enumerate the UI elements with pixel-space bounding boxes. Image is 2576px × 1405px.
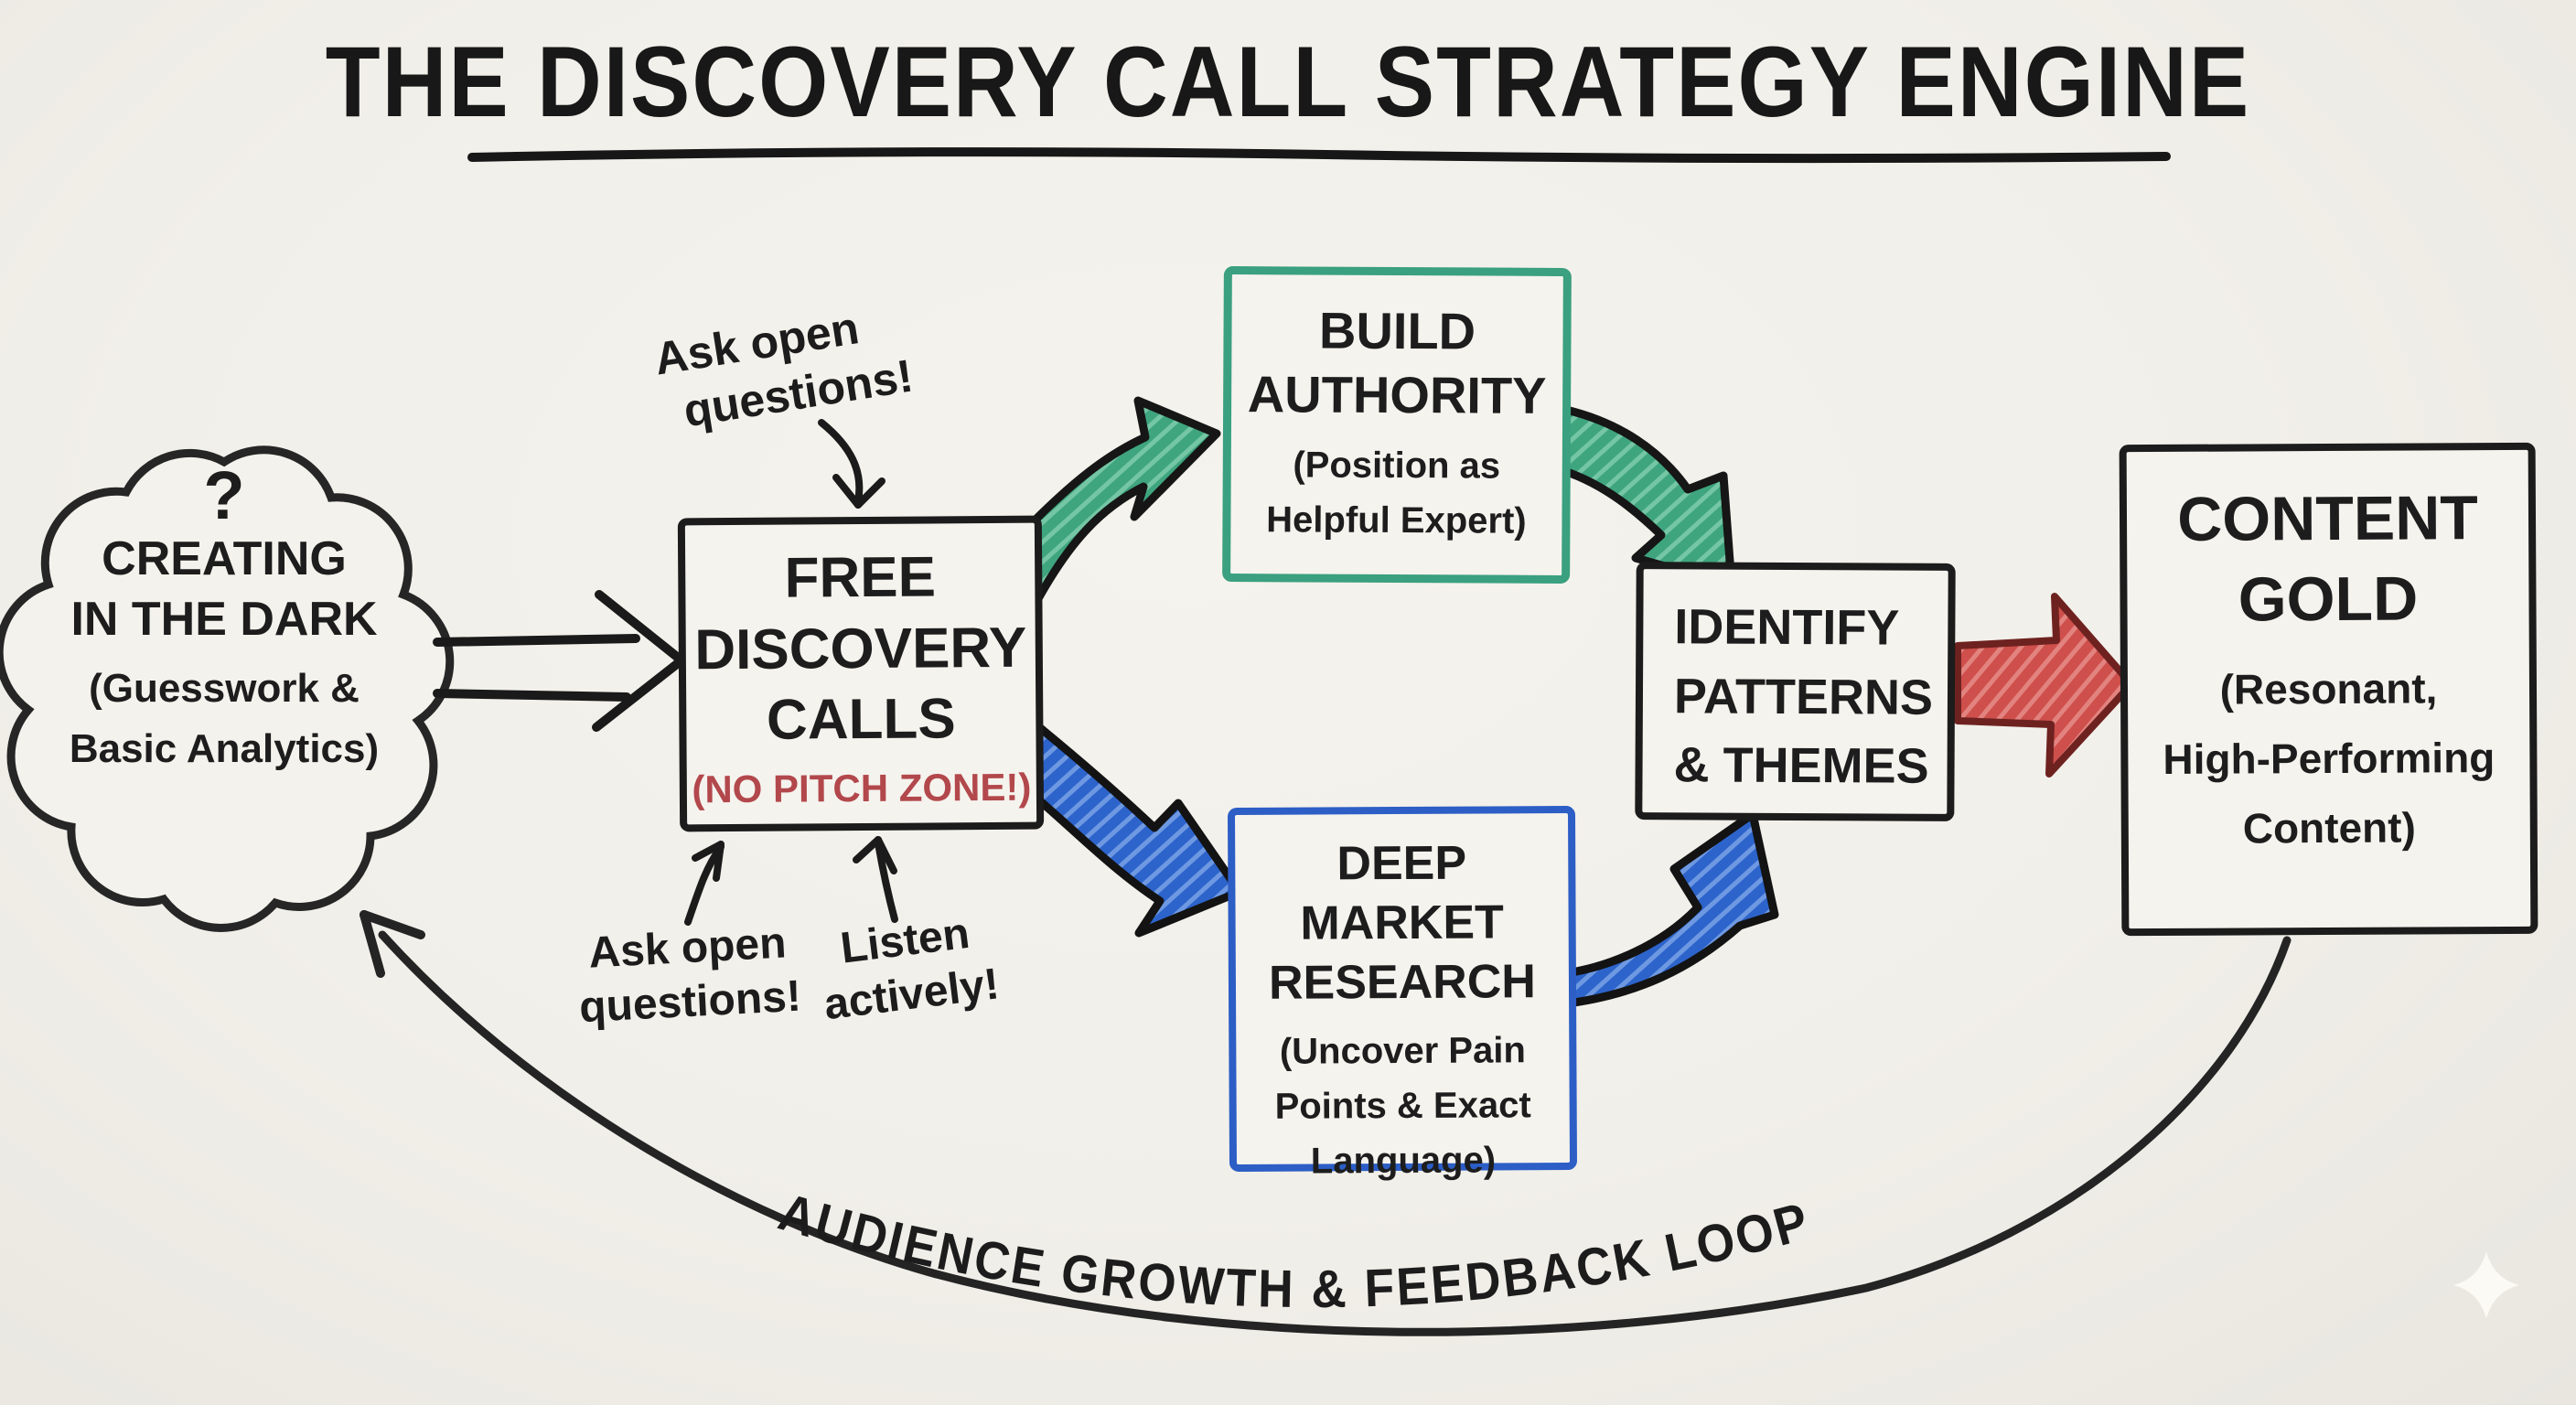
box-subline: (Position as xyxy=(1293,445,1501,487)
arrow-research-to-patterns xyxy=(1555,810,1779,1009)
box-deep-market-research: DEEP MARKET RESEARCH (Uncover Pain Point… xyxy=(1227,806,1578,1182)
sparkle-icon xyxy=(2453,1251,2519,1319)
box-line: RESEARCH xyxy=(1268,955,1537,1010)
box-build-authority: BUILD AUTHORITY (Position as Helpful Exp… xyxy=(1222,266,1572,584)
box-line: & THEMES xyxy=(1673,737,1929,794)
box-line: CONTENT xyxy=(2176,483,2479,554)
box-identify-patterns: IDENTIFY PATTERNS & THEMES xyxy=(1635,562,1956,821)
box-subline: Helpful Expert) xyxy=(1266,499,1527,542)
box-line: CALLS xyxy=(766,687,956,752)
box-subline: (Uncover Pain xyxy=(1279,1030,1526,1072)
box-subline: (Resonant, xyxy=(2219,664,2438,713)
annotation-ask-open-questions-bottom: Ask open questions! xyxy=(572,917,806,1035)
cloud-subline: (Guesswork & xyxy=(89,666,360,712)
no-pitch-zone-note: (NO PITCH ZONE!) xyxy=(692,765,1032,810)
feedback-loop-arrowhead-icon xyxy=(360,910,425,978)
annotation-arrow-bottom-left-icon xyxy=(684,841,724,926)
box-line: FREE xyxy=(784,545,937,610)
thought-cloud-shape xyxy=(0,445,455,932)
box-line: PATTERNS xyxy=(1673,668,1934,725)
annotation-line: Ask open xyxy=(587,918,788,978)
title-underline xyxy=(467,147,2171,164)
arrow-authority-to-patterns xyxy=(1560,405,1736,590)
arrow-patterns-to-gold xyxy=(1954,593,2135,778)
box-line: BUILD xyxy=(1318,301,1476,360)
box-subline: High-Performing xyxy=(2163,733,2496,783)
cloud-creating-in-the-dark: ? CREATING IN THE DARK (Guesswork & Basi… xyxy=(37,462,412,779)
arrow-calls-to-authority xyxy=(1027,396,1221,608)
question-mark: ? xyxy=(203,457,245,533)
cloud-subline: Basic Analytics) xyxy=(69,726,380,772)
box-line: DISCOVERY xyxy=(694,616,1027,681)
entry-arrow-icon xyxy=(433,590,686,732)
loop-label: AUDIENCE GROWTH & FEEDBACK LOOP xyxy=(772,1182,1816,1319)
page-title: THE DISCOVERY CALL STRATEGY ENGINE xyxy=(325,25,2251,138)
annotation-arrow-top-icon xyxy=(818,419,886,509)
box-line: AUTHORITY xyxy=(1247,365,1547,424)
box-line: DEEP MARKET xyxy=(1300,836,1504,950)
box-subline: Language) xyxy=(1310,1140,1497,1182)
box-content-gold: CONTENT GOLD (Resonant, High-Performing … xyxy=(2119,442,2538,937)
box-subline: Content) xyxy=(2242,803,2416,853)
cloud-line: CREATING xyxy=(102,532,347,585)
box-free-discovery-calls: FREE DISCOVERY CALLS (NO PITCH ZONE!) xyxy=(677,515,1045,832)
box-subline: Points & Exact xyxy=(1274,1085,1531,1127)
box-line: GOLD xyxy=(2238,563,2419,635)
feedback-loop-arc xyxy=(378,930,2292,1336)
arrow-calls-to-research xyxy=(1027,718,1244,938)
cloud-line: IN THE DARK xyxy=(70,592,378,646)
annotation-arrow-bottom-right-icon xyxy=(853,836,898,923)
box-line: IDENTIFY xyxy=(1674,599,1900,656)
